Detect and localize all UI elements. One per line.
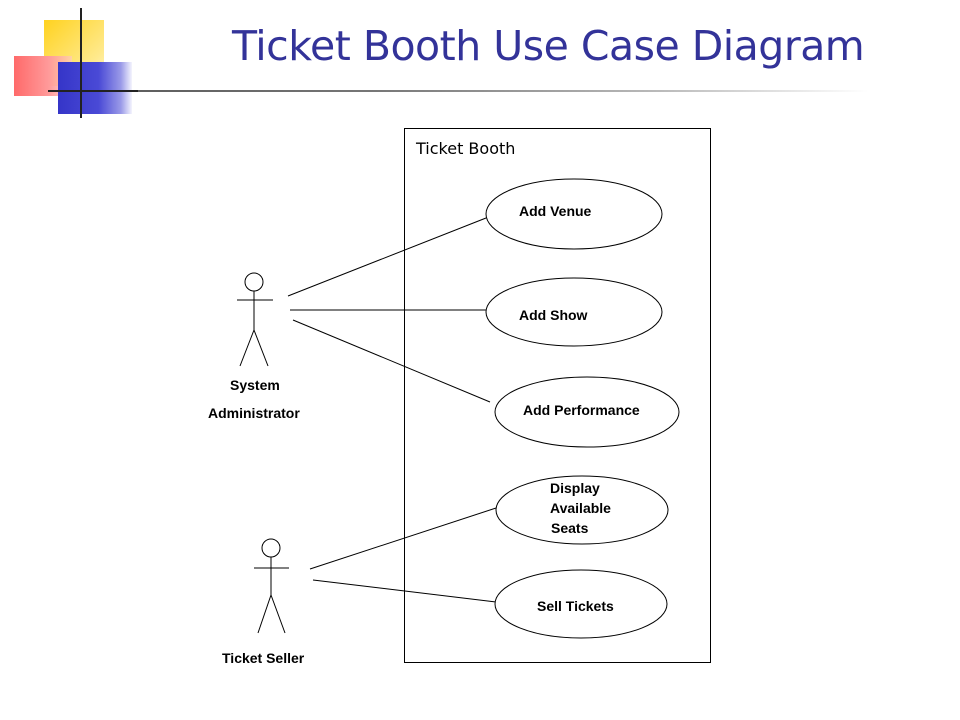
use-case-add-venue-label: Add Venue — [519, 203, 592, 219]
actor-ticket-seller-label: Ticket Seller — [222, 650, 305, 666]
actor-ticket-seller — [254, 538, 289, 634]
decor-horizontal-line — [48, 90, 138, 92]
actor-system-administrator — [237, 272, 273, 367]
decor-blue-square — [58, 62, 132, 114]
use-case-display-label-line1: Display — [550, 480, 600, 496]
use-case-add-performance — [494, 376, 680, 448]
system-boundary — [404, 128, 711, 663]
title-underline — [48, 90, 868, 92]
use-case-add-venue — [485, 178, 663, 250]
association-seller-sell-tickets — [312, 579, 497, 603]
page-title: Ticket Booth Use Case Diagram — [232, 22, 865, 70]
use-case-sell-tickets-label: Sell Tickets — [537, 598, 614, 614]
system-boundary-label: Ticket Booth — [416, 139, 516, 158]
use-case-display-label-line2: Available — [550, 500, 611, 516]
use-case-display-available-seats — [495, 475, 669, 545]
association-admin-add-venue — [287, 217, 487, 297]
association-seller-display-seats — [309, 507, 497, 570]
use-case-add-performance-label: Add Performance — [523, 402, 640, 418]
actor-system-administrator-label-line1: System — [230, 377, 280, 393]
decor-vertical-line — [80, 8, 82, 118]
use-case-add-show — [485, 277, 663, 347]
actor-system-administrator-label-line2: Administrator — [208, 405, 300, 421]
use-case-display-label-line3: Seats — [551, 520, 589, 536]
use-case-sell-tickets — [494, 569, 668, 639]
use-case-add-show-label: Add Show — [519, 307, 588, 323]
association-admin-add-performance — [292, 319, 491, 403]
